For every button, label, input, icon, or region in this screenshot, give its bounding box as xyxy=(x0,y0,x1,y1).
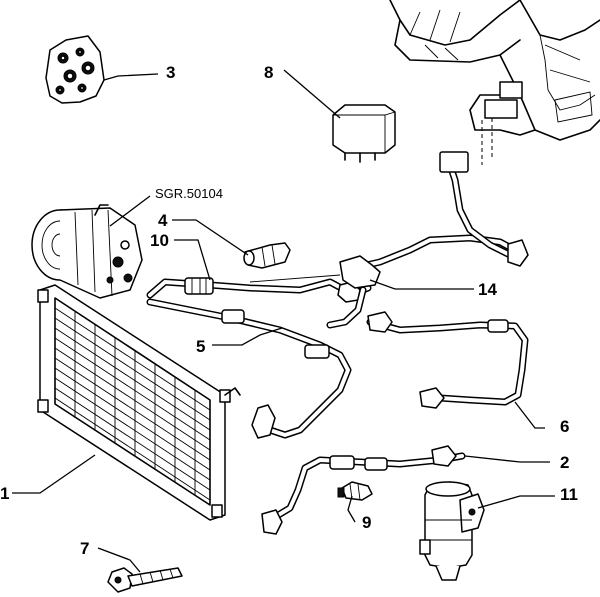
callout-11: 11 xyxy=(560,485,578,504)
callout-7: 7 xyxy=(80,539,89,558)
hose-2 xyxy=(261,445,466,535)
hvac-housing xyxy=(389,0,600,165)
callout-10: 10 xyxy=(150,231,169,250)
reference-label: SGR.50104 xyxy=(155,186,223,201)
bolt xyxy=(107,567,183,593)
callout-8: 8 xyxy=(264,63,273,82)
callout-6: 6 xyxy=(560,417,569,436)
callout-1: 1 xyxy=(0,484,9,503)
hose-fitting-left xyxy=(251,404,276,439)
hose-assembly-5-10 xyxy=(146,277,372,439)
callout-2: 2 xyxy=(560,453,569,472)
callout-9: 9 xyxy=(362,513,371,532)
hose-assembly-14 xyxy=(249,151,529,329)
leader-lines xyxy=(12,69,555,573)
compressor xyxy=(31,204,143,299)
pressure-switch xyxy=(243,242,291,269)
callout-4: 4 xyxy=(158,211,168,230)
receiver-drier xyxy=(419,481,485,581)
callout-14: 14 xyxy=(478,280,497,299)
callout-5: 5 xyxy=(196,337,205,356)
valve xyxy=(337,481,373,501)
callout-labels: 3 8 SGR.50104 4 10 14 5 6 2 11 9 7 1 xyxy=(0,63,578,558)
condenser xyxy=(37,284,241,521)
callout-3: 3 xyxy=(166,63,175,82)
hose-6 xyxy=(366,311,529,409)
gasket-kit xyxy=(45,35,105,104)
relay xyxy=(332,104,396,163)
